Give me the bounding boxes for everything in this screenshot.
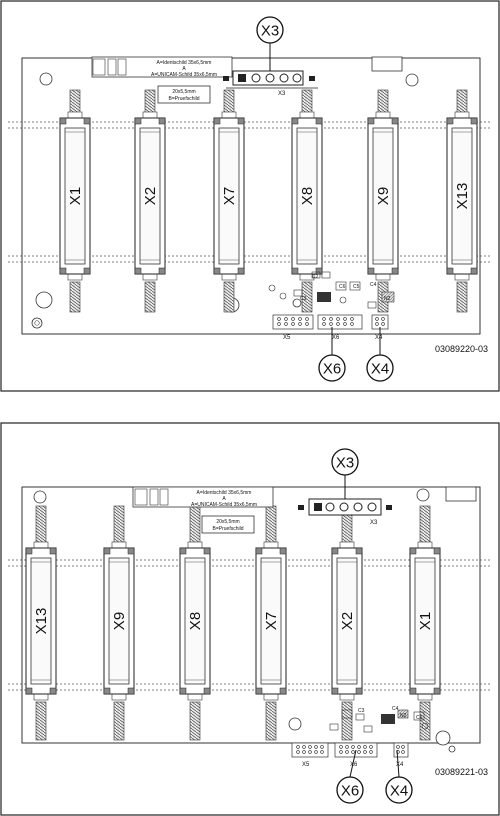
label-box-pruefschild: 20x5,5mm B=Pruefschild: [202, 516, 254, 533]
mounting-hole: [289, 718, 301, 730]
x4-pin-label: X4: [396, 762, 404, 768]
x4-pin-label: X4: [375, 335, 383, 341]
component-label: C5: [353, 284, 360, 290]
connector-label: X2: [339, 612, 356, 630]
x6-pin-label: X6: [350, 762, 358, 768]
mounting-hole: [34, 491, 46, 503]
callout-x3-label: X3: [336, 455, 354, 472]
label-box-identschild: A=Identschild 35x6,5mm A A=UNICAM-Schild…: [92, 57, 232, 78]
label-box-identschild: A=Identschild 35x6,5mm A A=UNICAM-Schild…: [133, 487, 273, 508]
component-label: C6: [339, 284, 346, 290]
connector-label: X1: [67, 187, 84, 205]
component-label: C3: [300, 296, 307, 302]
x4-header: X4: [394, 743, 408, 768]
connector-label: X8: [299, 187, 316, 205]
label-text: B=Pruefschild: [213, 526, 244, 532]
callout-x6-label: X6: [323, 361, 341, 378]
connector-label: X13: [33, 608, 50, 635]
label-box-pruefschild: 20x5,5mm B=Pruefschild: [158, 86, 210, 103]
mounting-hole: [32, 318, 42, 328]
callout-x4: X4: [386, 750, 412, 803]
x5-header: X5: [292, 743, 328, 768]
component-label: C6: [416, 715, 423, 721]
x3-pin-label: X3: [370, 520, 378, 526]
x6-header: X6: [335, 743, 377, 768]
spare-label-box: [446, 487, 476, 501]
spare-label-box: [372, 57, 402, 71]
x3-pin-label: X3: [278, 91, 286, 97]
drawing-number: 03089220-03: [435, 344, 488, 354]
x5-header: X5: [273, 315, 313, 341]
component-label: C3: [358, 708, 365, 714]
mounting-hole: [36, 292, 52, 308]
callout-x3-label: X3: [261, 23, 279, 40]
component-label: N2: [384, 296, 391, 302]
connector-label: X13: [454, 183, 471, 210]
mounting-hole: [417, 489, 429, 501]
label-size: 20x5,5mm: [216, 519, 239, 525]
connector-label: X8: [187, 612, 204, 630]
connector-label: X7: [221, 187, 238, 205]
mounting-hole: [40, 73, 52, 85]
x5-pin-label: X5: [302, 762, 310, 768]
bottom-board: X13 X9 X8 X7 X2 X1 A=Identschild 35x6,5mm A A…: [8, 449, 490, 803]
callout-x6-label: X6: [341, 783, 359, 800]
connector-label: X7: [263, 612, 280, 630]
drawing-number: 03089221-03: [435, 767, 488, 777]
mounting-hole: [406, 74, 418, 86]
callout-x4-label: X4: [371, 361, 389, 378]
connector-label: X1: [417, 612, 434, 630]
component-label: N2: [400, 713, 407, 719]
connector-label: X9: [111, 612, 128, 630]
label-line-3: A=UNICAM-Schild 35x6,5mm: [191, 502, 257, 508]
mounting-hole: [436, 731, 450, 745]
callout-x6: X6: [337, 750, 363, 803]
connector-label: X2: [142, 187, 159, 205]
x5-pin-label: X5: [283, 335, 291, 341]
callout-x6: X6: [319, 327, 345, 381]
component-label: C4: [370, 282, 377, 288]
label-text: B=Pruefschild: [169, 96, 200, 102]
callout-x4-label: X4: [390, 783, 408, 800]
connector-label: X9: [375, 187, 392, 205]
label-size: 20x5,5mm: [172, 89, 195, 95]
top-board: X1 X2 X7 X8 X9 X13 A=Identschild 35x6,5mm A A…: [8, 17, 490, 381]
component-label: C2: [312, 274, 319, 280]
label-line-3: A=UNICAM-Schild 35x6,5mm: [151, 72, 217, 78]
component-label: C4: [392, 706, 399, 712]
mounting-hole: [449, 746, 455, 752]
x6-header: X6: [318, 315, 362, 341]
x6-pin-label: X6: [332, 335, 340, 341]
callout-x4: X4: [367, 327, 393, 381]
